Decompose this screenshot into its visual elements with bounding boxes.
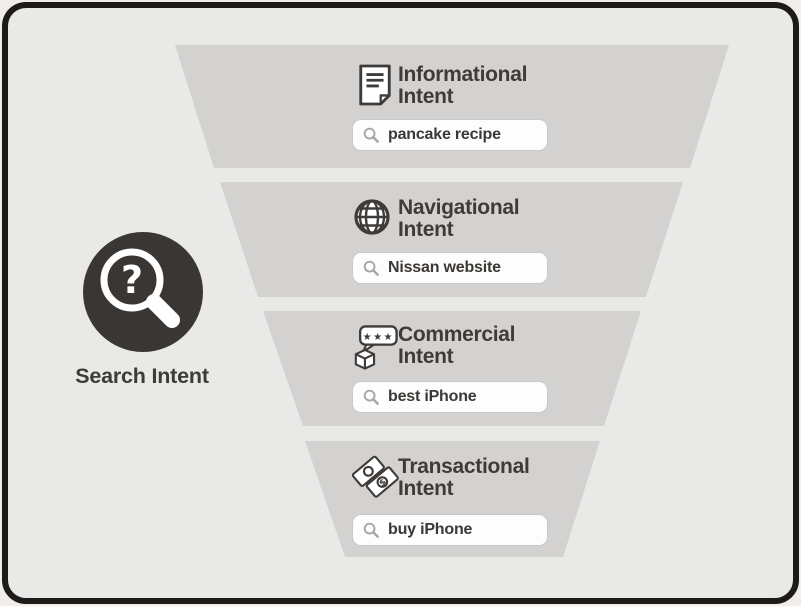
svg-text:$: $ — [378, 477, 389, 489]
search-icon — [363, 389, 379, 405]
example-search-box: pancake recipe — [352, 119, 548, 151]
funnel-segment-1-shape — [175, 45, 729, 168]
segment-title-row: Informational Intent — [352, 64, 527, 108]
segment-title: Informational Intent — [398, 63, 528, 108]
example-search-box: Nissan website — [352, 252, 548, 284]
segment-title-row: Navigational Intent — [352, 196, 520, 241]
segment-title: Commercial Intent — [398, 323, 516, 368]
example-query: Nissan website — [388, 259, 501, 276]
example-query: buy iPhone — [388, 521, 473, 538]
example-query: best iPhone — [388, 388, 477, 405]
money-icon: $ — [351, 455, 399, 500]
segment-title-row: $ Transactional Intent — [351, 455, 530, 500]
document-icon — [352, 64, 398, 108]
segment-title: Navigational Intent — [398, 196, 520, 241]
search-intent-label: Search Intent — [75, 364, 209, 388]
search-icon — [363, 127, 379, 143]
example-query: pancake recipe — [388, 126, 501, 143]
globe-icon — [352, 197, 398, 241]
svg-text:?: ? — [121, 258, 143, 302]
search-icon — [363, 260, 379, 276]
search-icon — [363, 522, 379, 538]
search-intent-circle: ? — [83, 232, 203, 352]
svg-text:★★★: ★★★ — [363, 332, 394, 343]
magnifier-question-icon: ? — [100, 248, 180, 328]
example-search-box: best iPhone — [352, 381, 548, 413]
example-search-box: buy iPhone — [352, 514, 548, 546]
product-review-icon: ★★★ — [352, 324, 398, 371]
funnel-segment-2-shape — [220, 182, 683, 297]
segment-title: Transactional Intent — [398, 455, 530, 500]
segment-title-row: ★★★ Commercial Intent — [352, 323, 516, 371]
